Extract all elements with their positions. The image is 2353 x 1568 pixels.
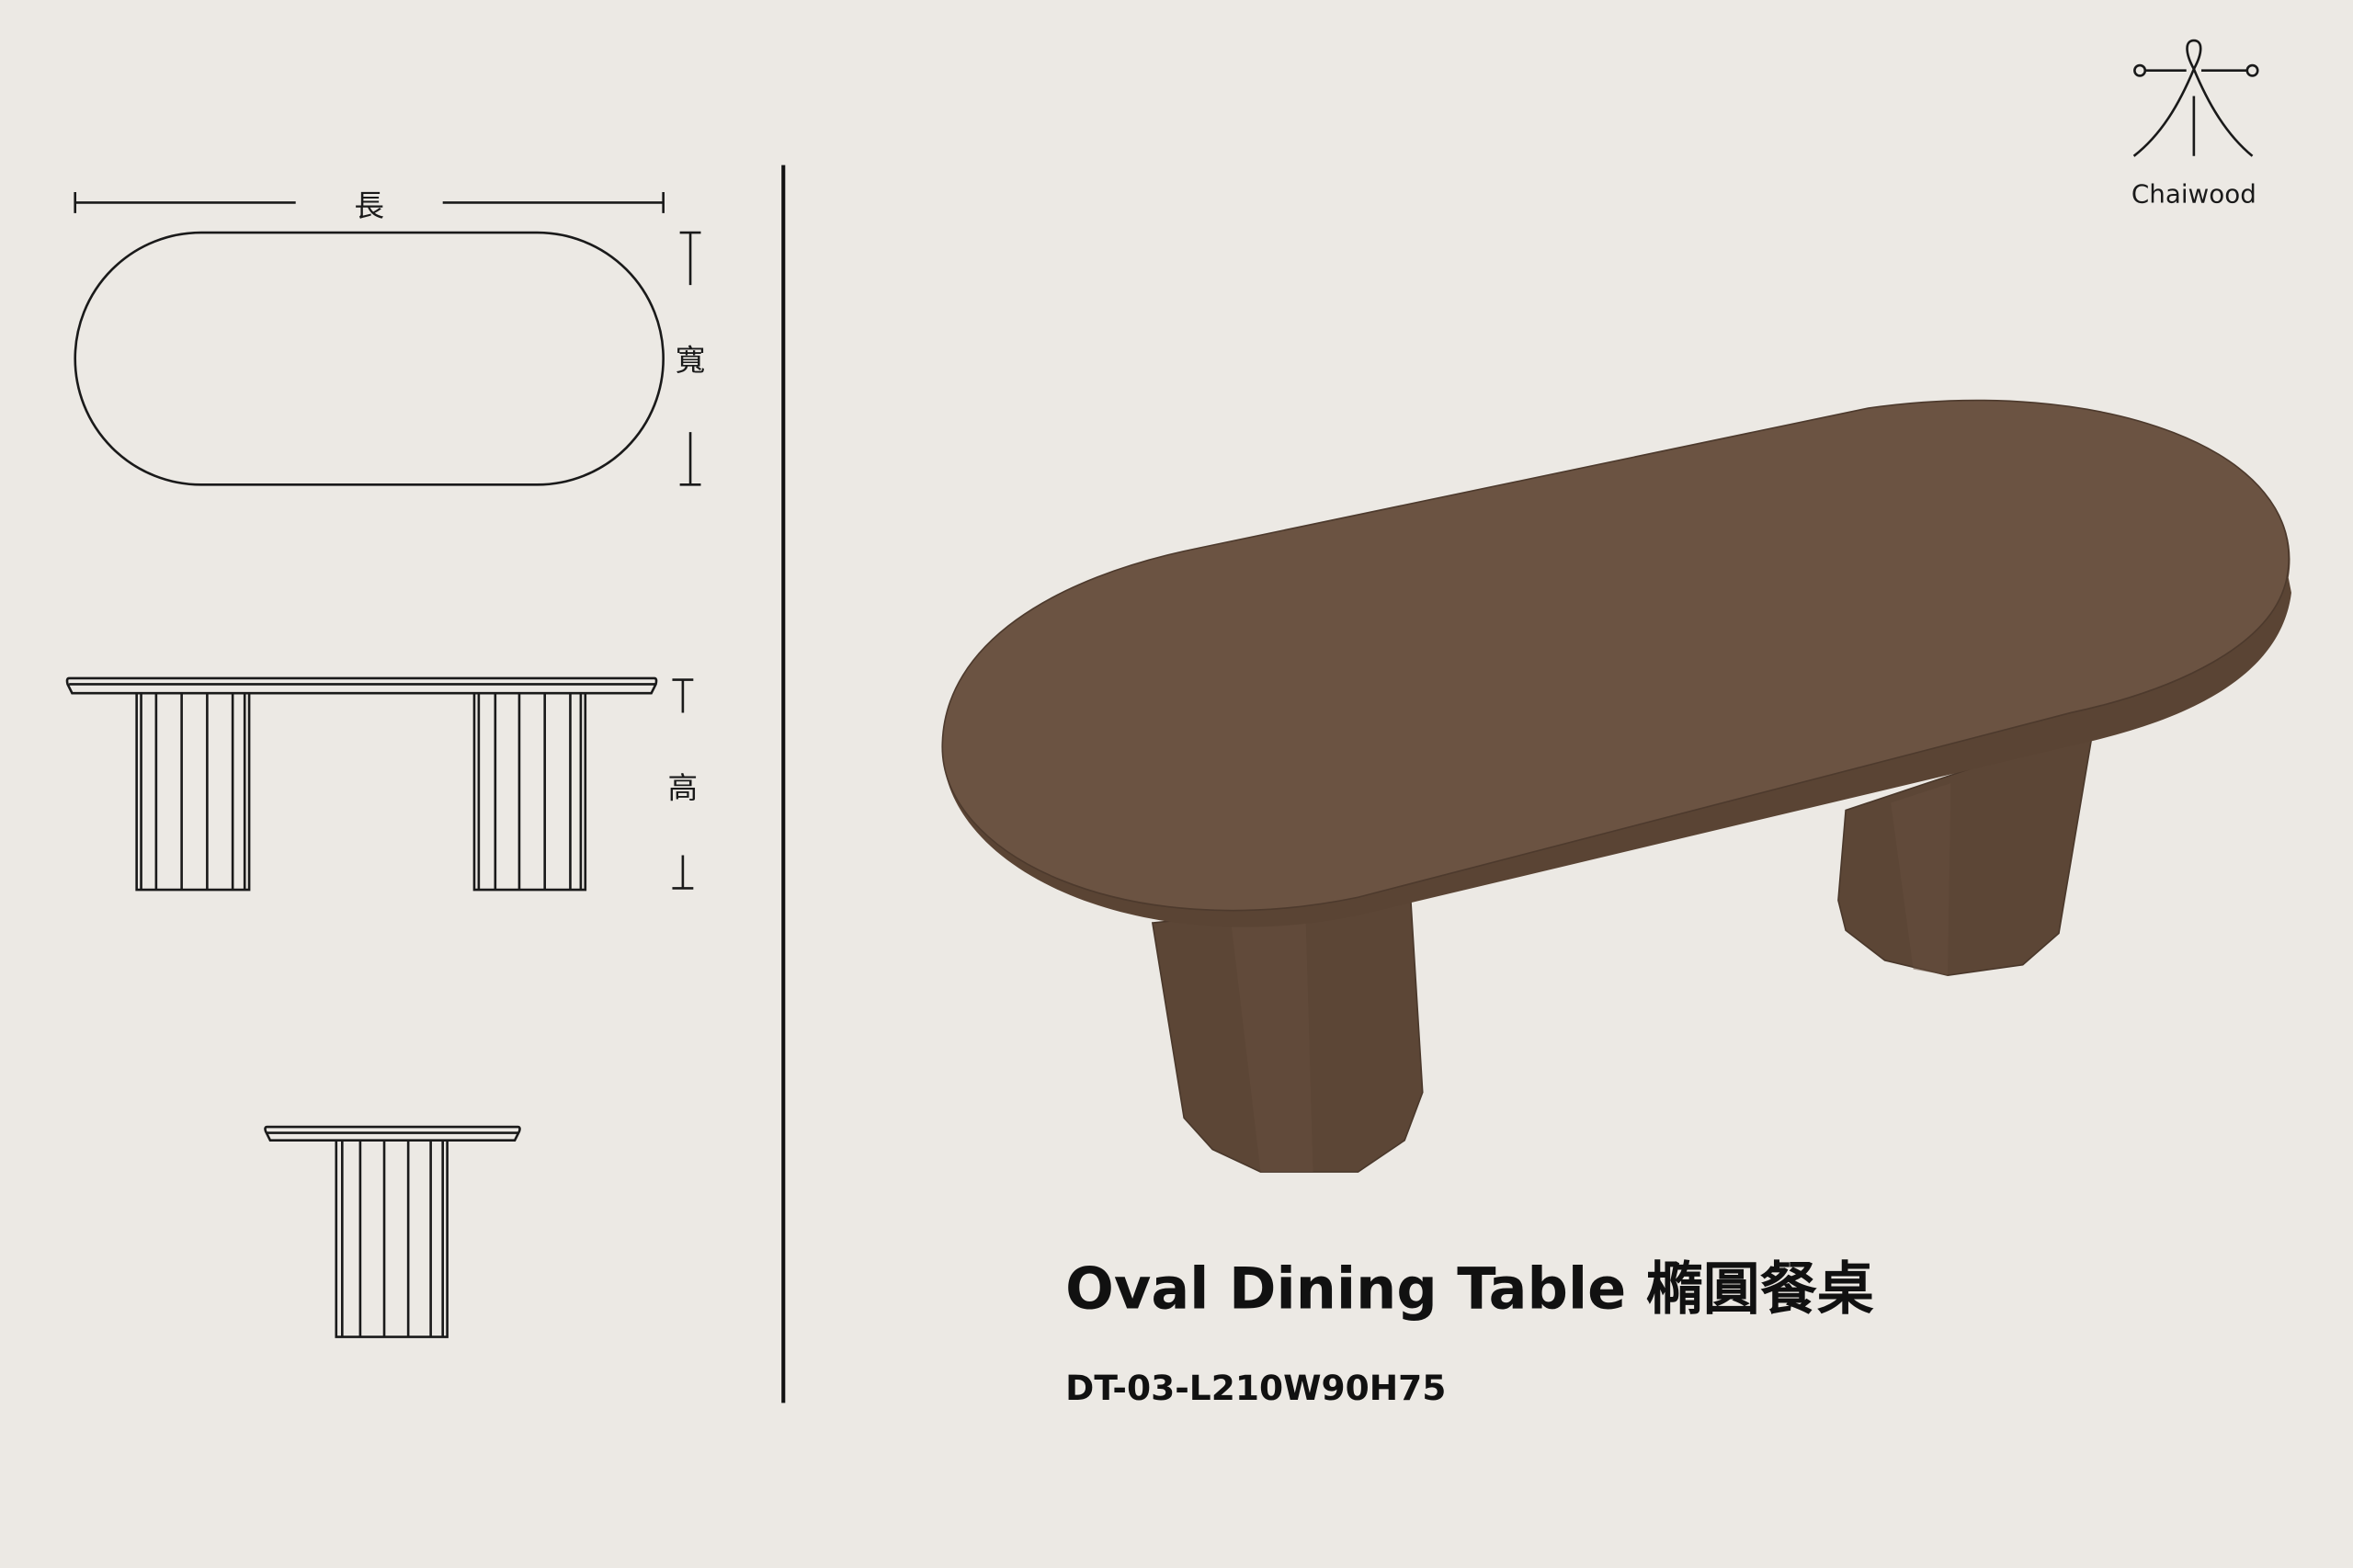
brand-name: Chaiwood: [2131, 178, 2256, 209]
width-dimension: 寬: [676, 231, 706, 486]
brand-logo: Chaiwood: [2131, 39, 2259, 209]
height-label: 高: [668, 771, 699, 806]
side-view-drawing: [264, 1125, 521, 1338]
width-label: 寬: [676, 343, 706, 378]
table-3d-render: [941, 399, 2291, 1173]
table-top-surface: [941, 399, 2290, 912]
top-view-drawing: 長 寬: [74, 188, 706, 486]
height-dimension: 高: [668, 678, 699, 890]
front-view-drawing: 高: [65, 676, 699, 892]
product-title: Oval Dining Table 橢圓餐桌: [1065, 1256, 1874, 1323]
product-code: DT-03-L210W90H75: [1065, 1368, 1446, 1408]
length-dimension: 長: [74, 188, 665, 223]
length-label: 長: [354, 188, 384, 223]
wood-character-logo-icon: [2132, 39, 2259, 157]
